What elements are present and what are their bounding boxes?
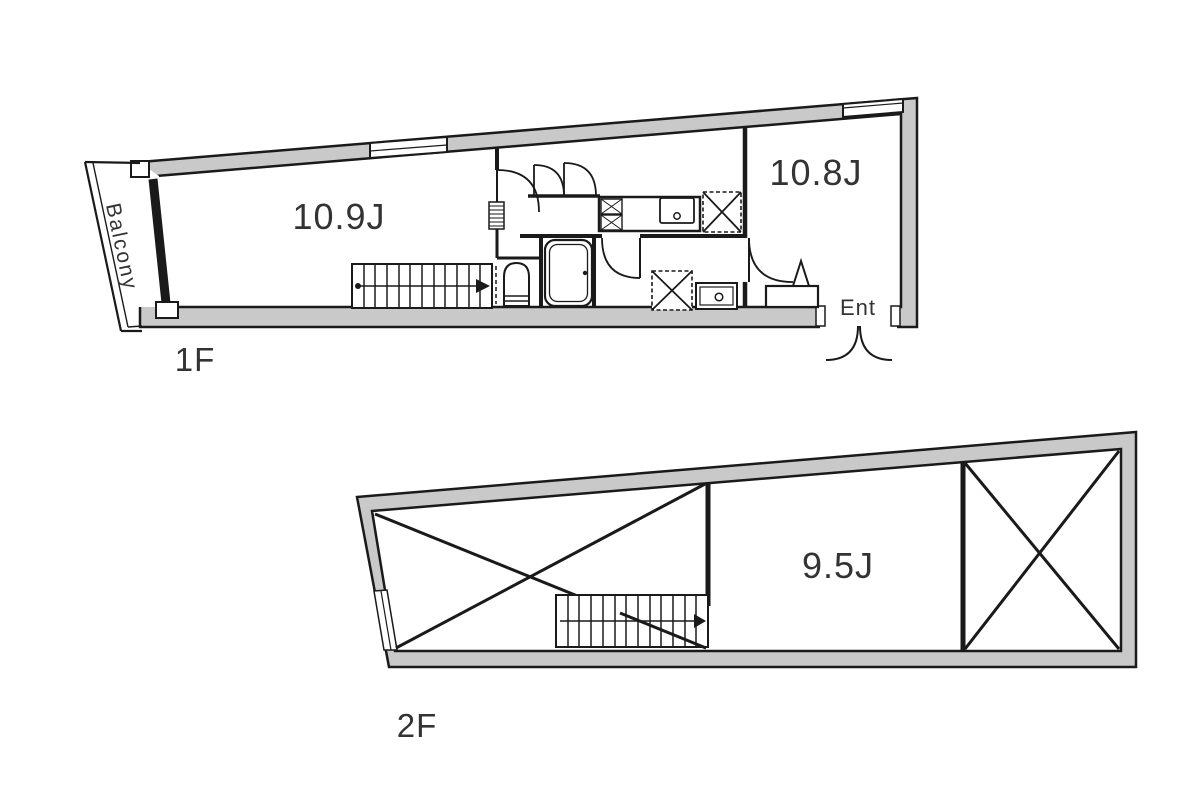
stairs-up-arrow-icon bbox=[476, 279, 490, 293]
staircase-2f bbox=[555, 594, 709, 650]
toilet-room bbox=[495, 256, 541, 307]
kitchen-sink-icon bbox=[659, 197, 695, 224]
floor-1-label: 1F bbox=[175, 341, 216, 378]
shoe-cabinet-icon bbox=[764, 257, 820, 309]
kitchen-counter bbox=[597, 195, 702, 233]
bathroom bbox=[539, 236, 596, 308]
fridge-space-icon bbox=[702, 191, 742, 233]
room-10-8j-label: 10.8J bbox=[769, 152, 862, 193]
void-right-x-icon bbox=[963, 450, 1121, 650]
f1-balcony-window bbox=[148, 178, 171, 304]
f1-washroom-door bbox=[601, 237, 641, 279]
washbasin-icon bbox=[695, 282, 738, 310]
f1-wall-cap-bottom bbox=[155, 301, 179, 319]
entrance-label: Ent bbox=[840, 295, 876, 320]
room-9-5j-label: 9.5J bbox=[802, 545, 874, 586]
f1-top-window-2 bbox=[842, 97, 904, 119]
balcony-label: Balcony bbox=[101, 201, 142, 293]
room-10-9j-label: 10.9J bbox=[292, 196, 385, 237]
staircase-1f bbox=[351, 263, 493, 309]
entry-double-door-icon bbox=[825, 325, 893, 361]
floor-2-plan: 9.5J 2F bbox=[355, 430, 1138, 744]
stove-icon bbox=[600, 198, 623, 231]
void-diagonal-over-stairs bbox=[619, 611, 707, 650]
floor-1-plan: Balcony bbox=[83, 96, 919, 378]
f1-wall-cap-top bbox=[130, 160, 150, 178]
f1-door-room1 bbox=[496, 169, 540, 213]
f2-inner-floor bbox=[370, 447, 1123, 653]
f1-door-room2 bbox=[748, 237, 794, 283]
entrance: Ent bbox=[764, 257, 901, 361]
f1-closet-doors bbox=[528, 162, 600, 198]
f2-left-window bbox=[373, 589, 398, 651]
balcony: Balcony bbox=[83, 160, 143, 333]
entry-opening bbox=[820, 304, 897, 329]
washing-machine-icon bbox=[651, 270, 693, 311]
bathtub-icon bbox=[543, 238, 594, 308]
floor-2-label: 2F bbox=[397, 707, 438, 744]
toilet-icon bbox=[503, 261, 530, 307]
stairs-arrow-icon bbox=[694, 614, 706, 628]
f1-hatch-strip bbox=[488, 201, 505, 230]
f1-top-window-1 bbox=[369, 135, 448, 160]
